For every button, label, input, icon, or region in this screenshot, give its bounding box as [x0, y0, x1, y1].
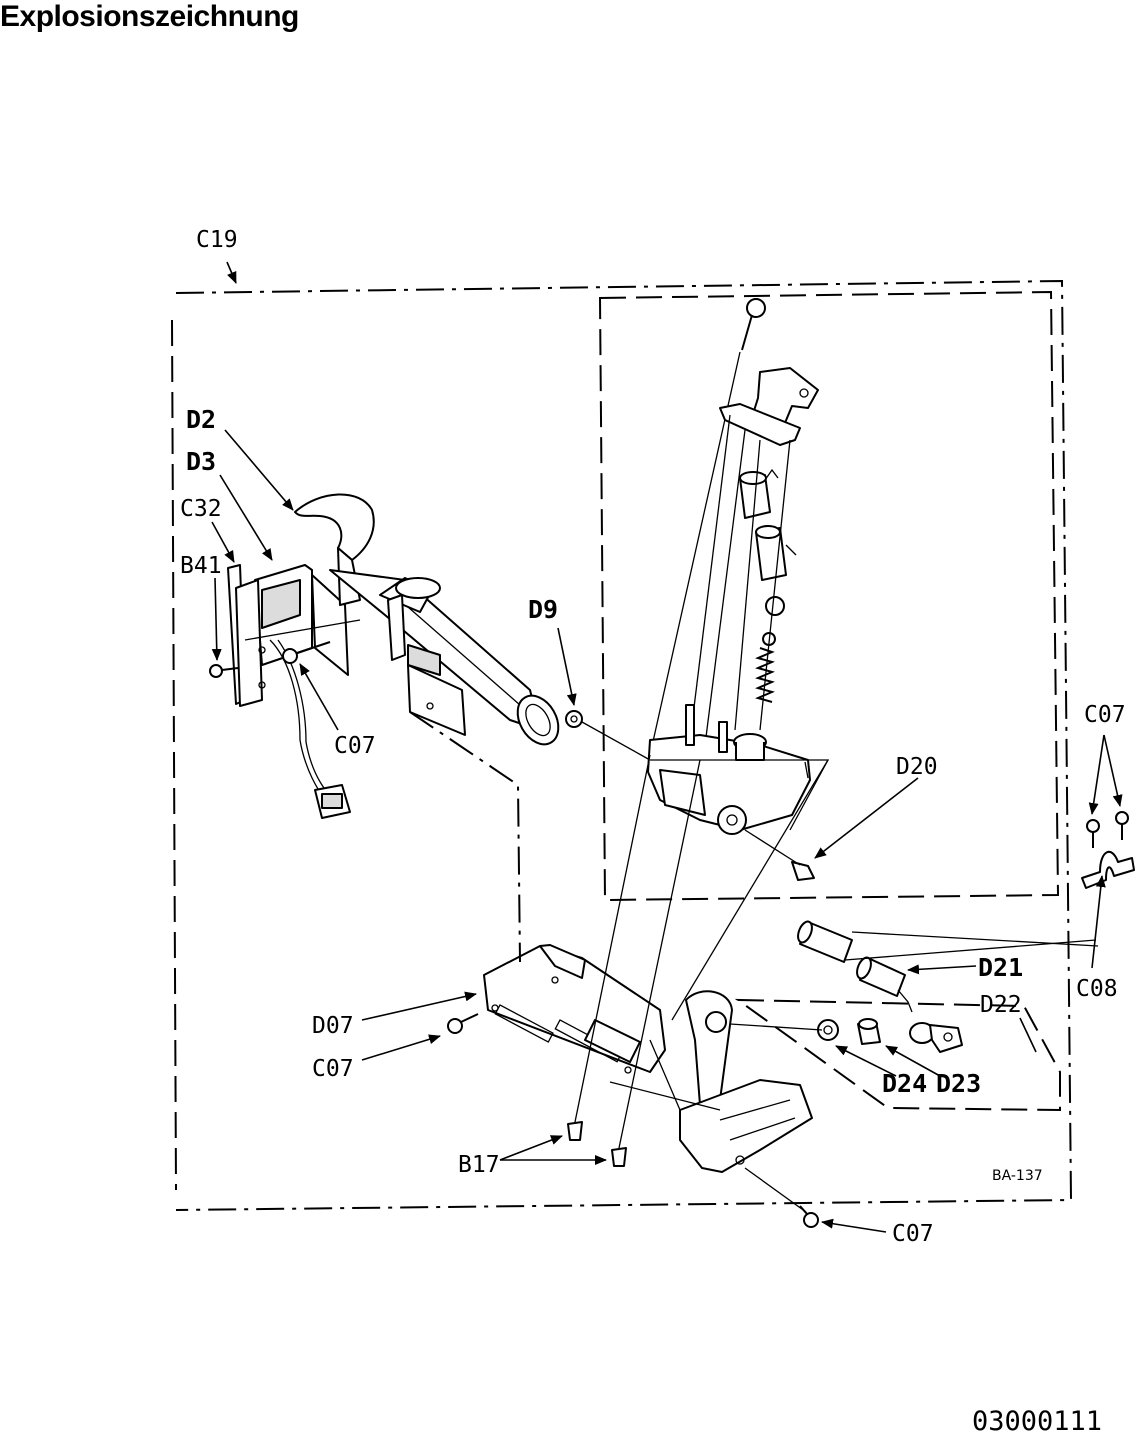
label-c07-bottom: C07	[892, 1221, 934, 1247]
column-sleeve-lower	[755, 525, 797, 581]
screw-c07-bottom	[744, 1167, 819, 1228]
base-mount-plate	[609, 990, 813, 1173]
label-d9: D9	[528, 595, 558, 624]
column-sleeve-upper	[739, 468, 779, 519]
label-c08: C08	[1076, 976, 1118, 1002]
page-title: Explosionszeichnung	[0, 0, 299, 33]
label-c07-left: C07	[334, 733, 376, 759]
label-c32: C32	[180, 496, 222, 522]
pin-d20	[744, 829, 815, 881]
leader-lines	[211, 261, 1123, 1233]
clamp-c08	[1081, 850, 1135, 889]
assembly-path-line	[409, 711, 521, 963]
lever-tube	[329, 569, 560, 746]
label-b41: B41	[180, 553, 222, 579]
column-guide-lines	[689, 414, 791, 746]
nut-d9	[565, 710, 651, 761]
screw-c07-right-b	[1115, 811, 1129, 840]
label-d3: D3	[186, 447, 216, 476]
label-c07-mid: C07	[312, 1056, 354, 1082]
label-d21: D21	[978, 953, 1023, 982]
bushing-d23	[857, 1018, 881, 1045]
subassembly-outline	[598, 290, 1060, 902]
label-d24: D24	[882, 1069, 927, 1098]
label-b17: B17	[458, 1152, 500, 1178]
screws-b17	[567, 754, 701, 1167]
label-c19: C19	[196, 227, 238, 253]
pin-d21-a	[797, 920, 853, 963]
screw-c07-mid	[447, 1013, 479, 1034]
assembly-c19-outline	[171, 279, 1073, 1211]
label-d22: D22	[980, 992, 1022, 1018]
label-c07-right: C07	[1084, 702, 1126, 728]
label-d2: D2	[186, 405, 216, 434]
label-d23: D23	[936, 1069, 981, 1098]
column-top-bracket	[719, 367, 819, 446]
screw-c07-left	[282, 641, 331, 664]
lever-bracket-plate	[387, 594, 466, 736]
screw-c07-right-a	[1086, 819, 1100, 848]
pin-d21-b	[844, 931, 1099, 1013]
column-spring	[755, 647, 775, 703]
subassembly-d22-outline	[734, 998, 1061, 1112]
label-d07: D07	[312, 1013, 354, 1039]
column-small-fitting	[762, 596, 785, 646]
link-line	[671, 759, 829, 1021]
base-bracket-d07	[483, 944, 666, 1074]
column-top-rod	[649, 298, 766, 756]
reference-code: BA-137	[992, 1168, 1043, 1184]
column-base-housing	[647, 704, 830, 835]
label-d20: D20	[896, 754, 938, 780]
screw-b41	[209, 664, 239, 678]
ball-joint-d22	[729, 1022, 963, 1053]
document-number: 03000111	[972, 1406, 1102, 1433]
